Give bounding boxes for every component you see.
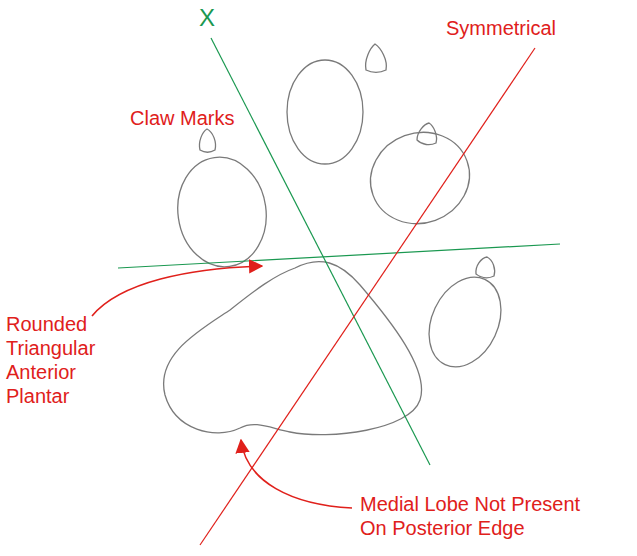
annotation-label: Symmetrical: [446, 16, 556, 40]
claw-mark: [366, 44, 387, 72]
claw-mark: [417, 123, 437, 145]
symmetry-line: [200, 48, 535, 545]
axis-label: X: [199, 6, 215, 30]
toe-pad: [415, 265, 515, 378]
leader-arrow: [92, 266, 262, 316]
leader-arrow: [241, 440, 352, 508]
toe-pad: [287, 60, 363, 164]
annotation-label: Medial Lobe Not Present On Posterior Edg…: [360, 492, 596, 540]
annotation-label: Rounded Triangular Anterior Plantar: [6, 312, 102, 408]
annotation-label: Claw Marks: [130, 106, 234, 130]
toe-pad: [171, 151, 273, 272]
claw-mark: [476, 257, 495, 278]
axis-line: [118, 244, 560, 268]
claw-mark: [199, 129, 215, 152]
